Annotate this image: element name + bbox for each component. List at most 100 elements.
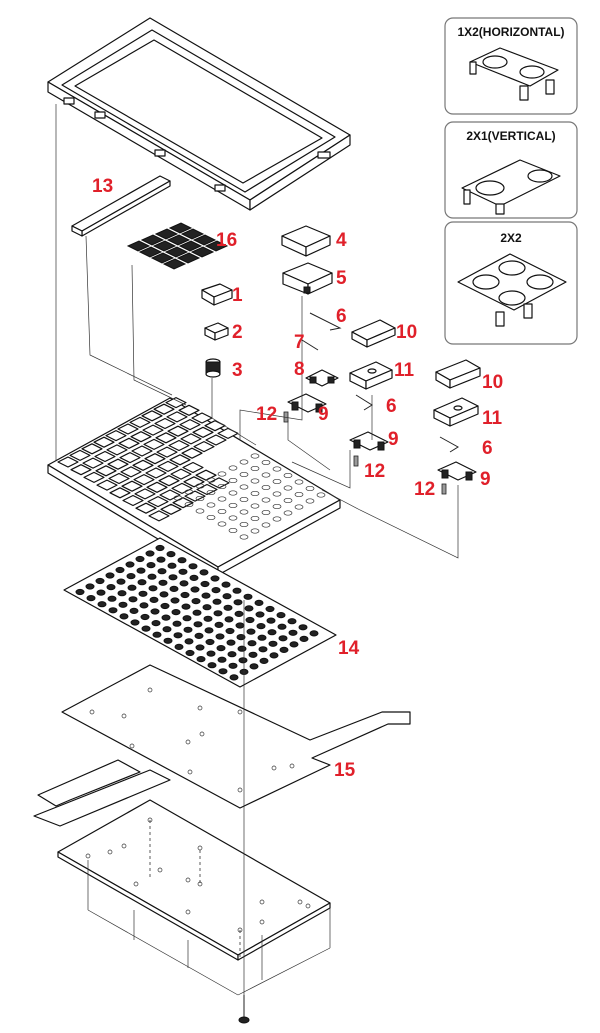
plate-key bbox=[179, 419, 201, 431]
rubber-dome bbox=[158, 579, 168, 586]
plate-key bbox=[148, 510, 170, 522]
plate-key bbox=[118, 437, 140, 449]
rubber-dome bbox=[125, 561, 135, 568]
plate-key bbox=[69, 449, 91, 461]
rubber-dome bbox=[119, 613, 129, 620]
part-11-long-key-base-b bbox=[433, 397, 479, 427]
plate-key bbox=[192, 426, 214, 438]
plate-key bbox=[83, 471, 105, 483]
switch-hole bbox=[217, 483, 227, 490]
rubber-dome bbox=[215, 633, 225, 640]
plate-key bbox=[70, 464, 92, 476]
switch-hole bbox=[283, 510, 293, 516]
switch-hole bbox=[283, 497, 293, 504]
rubber-dome bbox=[97, 601, 107, 608]
rubber-dome bbox=[200, 580, 210, 588]
plate-key bbox=[109, 487, 131, 499]
pcb-hole bbox=[305, 903, 311, 909]
rubber-dome bbox=[204, 627, 214, 634]
part-14-rubber-dome-sheet bbox=[63, 537, 337, 688]
switch-hole bbox=[239, 521, 249, 528]
plate-key bbox=[120, 466, 142, 478]
plate-key bbox=[93, 436, 115, 448]
switch-hole bbox=[228, 527, 238, 534]
keypad-key bbox=[168, 222, 193, 234]
rubber-dome bbox=[192, 609, 202, 616]
rubber-dome bbox=[214, 621, 224, 629]
rubber-dome bbox=[227, 651, 237, 658]
switch-hole bbox=[239, 534, 249, 540]
rubber-dome bbox=[287, 618, 297, 625]
plate-key bbox=[157, 460, 179, 472]
switch-hole bbox=[239, 471, 249, 478]
plate-key bbox=[169, 454, 191, 466]
rubber-dome bbox=[203, 615, 213, 622]
keypad-key bbox=[192, 234, 217, 246]
switch-hole bbox=[217, 508, 227, 515]
part-1-keycap bbox=[201, 283, 233, 306]
callout-13: 13 bbox=[92, 176, 113, 197]
rubber-dome bbox=[118, 601, 128, 608]
plate-key bbox=[153, 403, 175, 415]
rubber-dome bbox=[183, 626, 193, 633]
plate-key bbox=[143, 438, 165, 450]
plate-key bbox=[141, 410, 163, 422]
callout-9a: 9 bbox=[318, 404, 329, 425]
plate-key bbox=[205, 434, 227, 446]
keypad-key bbox=[138, 246, 163, 258]
top-frame bbox=[47, 17, 351, 211]
switch-hole bbox=[272, 516, 282, 522]
rubber-dome bbox=[182, 615, 192, 622]
rubber-dome bbox=[162, 626, 172, 633]
callout-7: 7 bbox=[294, 332, 305, 353]
plate-key bbox=[122, 494, 144, 507]
rubber-dome bbox=[140, 613, 150, 621]
rubber-dome bbox=[127, 584, 137, 591]
plate-key bbox=[180, 433, 202, 445]
switch-hole bbox=[316, 492, 326, 498]
rubber-dome bbox=[115, 566, 125, 574]
rubber-dome bbox=[149, 596, 159, 604]
keypad-key bbox=[126, 240, 151, 252]
plate-key bbox=[158, 475, 180, 487]
rubber-dome bbox=[278, 635, 288, 642]
rubber-dome bbox=[254, 599, 264, 607]
rubber-dome bbox=[207, 662, 217, 669]
switch-hole bbox=[206, 514, 216, 521]
part-4-large-keycap bbox=[281, 225, 331, 257]
switch-hole bbox=[228, 477, 238, 484]
switch-hole bbox=[195, 495, 205, 502]
inset-box-2x1: 2X1(VERTICAL) bbox=[444, 121, 578, 219]
pcb-hole bbox=[259, 919, 265, 925]
rubber-dome bbox=[191, 598, 201, 605]
plate-key bbox=[117, 423, 139, 435]
plate-key bbox=[165, 397, 187, 409]
plate-key bbox=[184, 490, 206, 502]
rubber-dome bbox=[222, 593, 232, 600]
pcb-hole bbox=[157, 867, 163, 873]
keypad-key bbox=[150, 252, 175, 264]
plate-key bbox=[155, 432, 177, 444]
rubber-dome bbox=[225, 627, 235, 635]
plate-key bbox=[119, 452, 141, 464]
callout-10a: 10 bbox=[396, 322, 417, 343]
bottom-standoffs bbox=[87, 820, 331, 996]
switch-hole bbox=[239, 459, 249, 465]
rubber-dome bbox=[147, 573, 157, 580]
rubber-dome bbox=[237, 645, 247, 652]
rubber-dome bbox=[206, 650, 216, 657]
rubber-dome bbox=[170, 597, 180, 604]
rubber-dome bbox=[309, 630, 319, 637]
inset-1x2-title: 1X2(HORIZONTAL) bbox=[457, 25, 564, 39]
keypad-key bbox=[178, 240, 203, 252]
part-10-long-key-a bbox=[351, 319, 396, 348]
rubber-dome bbox=[196, 656, 206, 663]
plate-key bbox=[146, 481, 168, 493]
rubber-dome bbox=[247, 640, 257, 647]
rubber-dome bbox=[172, 620, 182, 627]
rubber-dome bbox=[189, 574, 199, 582]
rubber-dome bbox=[95, 577, 105, 585]
pcb-hole bbox=[259, 899, 265, 905]
rubber-dome bbox=[161, 614, 171, 621]
inset-box-1x2: 1X2(HORIZONTAL) bbox=[444, 17, 578, 115]
